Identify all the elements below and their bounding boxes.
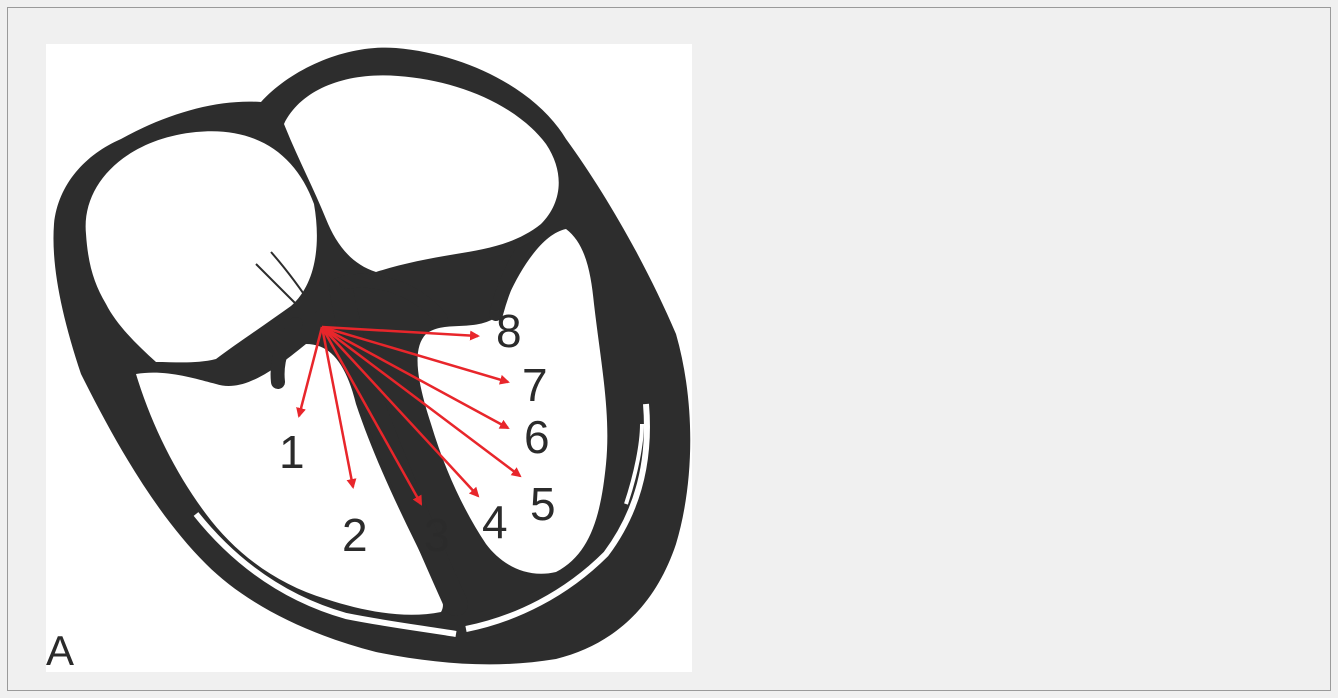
heart-diagram: [46, 44, 692, 672]
lead-label-1: 1: [279, 429, 305, 475]
lead-label-7: 7: [522, 362, 548, 408]
lead-label-8: 8: [496, 308, 522, 354]
lead-label-2: 2: [342, 512, 368, 558]
figure-panel: 1 2 3 4 5 6 7 8 A: [46, 44, 692, 672]
figure-frame: 1 2 3 4 5 6 7 8 A: [7, 7, 1331, 691]
panel-label: A: [46, 630, 74, 672]
lead-label-5: 5: [530, 481, 556, 527]
lead-label-6: 6: [524, 414, 550, 460]
lead-label-3: 3: [424, 512, 450, 558]
lead-label-4: 4: [482, 499, 508, 545]
